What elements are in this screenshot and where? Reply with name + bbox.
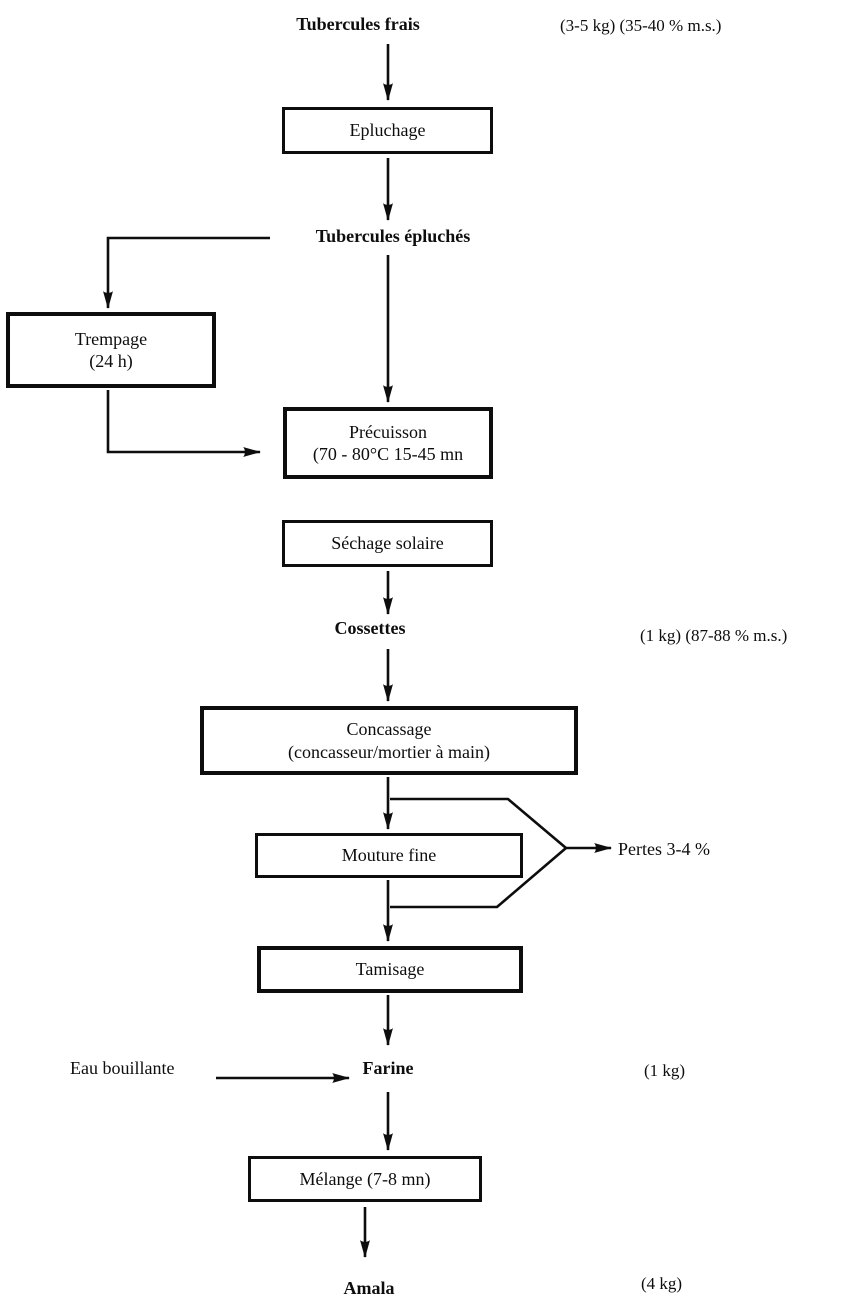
process-box-precuisson-label: Précuisson: [349, 421, 427, 442]
process-box-sechage-solaire: Séchage solaire: [282, 520, 493, 567]
arrow-trempage-to-precuisson-icon: [106, 390, 261, 457]
process-box-concassage-label: Concassage: [346, 719, 432, 739]
process-box-tamisage-label: Tamisage: [355, 959, 425, 980]
process-box-concassage: Concassage (concasseur/mortier à main): [200, 706, 578, 775]
label-farine: Farine: [362, 1058, 414, 1078]
process-box-trempage-sublabel: (24 h): [89, 351, 133, 371]
process-box-melange-label: Mélange (7-8 mn): [299, 1168, 431, 1189]
process-box-mouture-fine-label: Mouture fine: [341, 845, 437, 866]
label-cossettes: Cossettes: [334, 618, 406, 638]
process-box-tamisage: Tamisage: [257, 946, 523, 993]
annotation-amala: (4 kg): [641, 1274, 683, 1293]
branch-lower-pertes-line: [390, 847, 567, 909]
process-box-trempage: Trempage (24 h): [6, 312, 216, 388]
process-box-concassage-sublabel: (concasseur/mortier à main): [288, 741, 490, 762]
label-tubercules-frais: Tubercules frais: [296, 14, 420, 34]
process-box-trempage-label: Trempage: [74, 328, 148, 349]
process-box-mouture-fine: Mouture fine: [255, 833, 523, 878]
annotation-cossettes: (1 kg) (87-88 % m.s.): [640, 626, 788, 645]
process-box-precuisson-sublabel: (70 - 80°C 15-45 mn: [312, 444, 464, 464]
annotation-farine: (1 kg): [644, 1061, 686, 1080]
process-box-epluchage-label: Epluchage: [349, 120, 426, 141]
label-tubercules-epluches: Tubercules épluchés: [315, 226, 471, 246]
branch-upper-pertes-line: [390, 797, 567, 849]
label-eau-bouillante: Eau bouillante: [70, 1058, 175, 1078]
process-box-epluchage: Epluchage: [282, 107, 493, 154]
annotation-tubercules-frais: (3-5 kg) (35-40 % m.s.): [560, 16, 722, 35]
process-box-melange: Mélange (7-8 mn): [248, 1156, 482, 1202]
process-box-precuisson: Précuisson (70 - 80°C 15-45 mn: [283, 407, 493, 479]
label-amala: Amala: [343, 1278, 395, 1298]
label-pertes: Pertes 3-4 %: [618, 839, 710, 859]
process-box-sechage-solaire-label: Séchage solaire: [331, 533, 444, 554]
arrow-epluches-to-trempage-icon: [103, 236, 270, 309]
